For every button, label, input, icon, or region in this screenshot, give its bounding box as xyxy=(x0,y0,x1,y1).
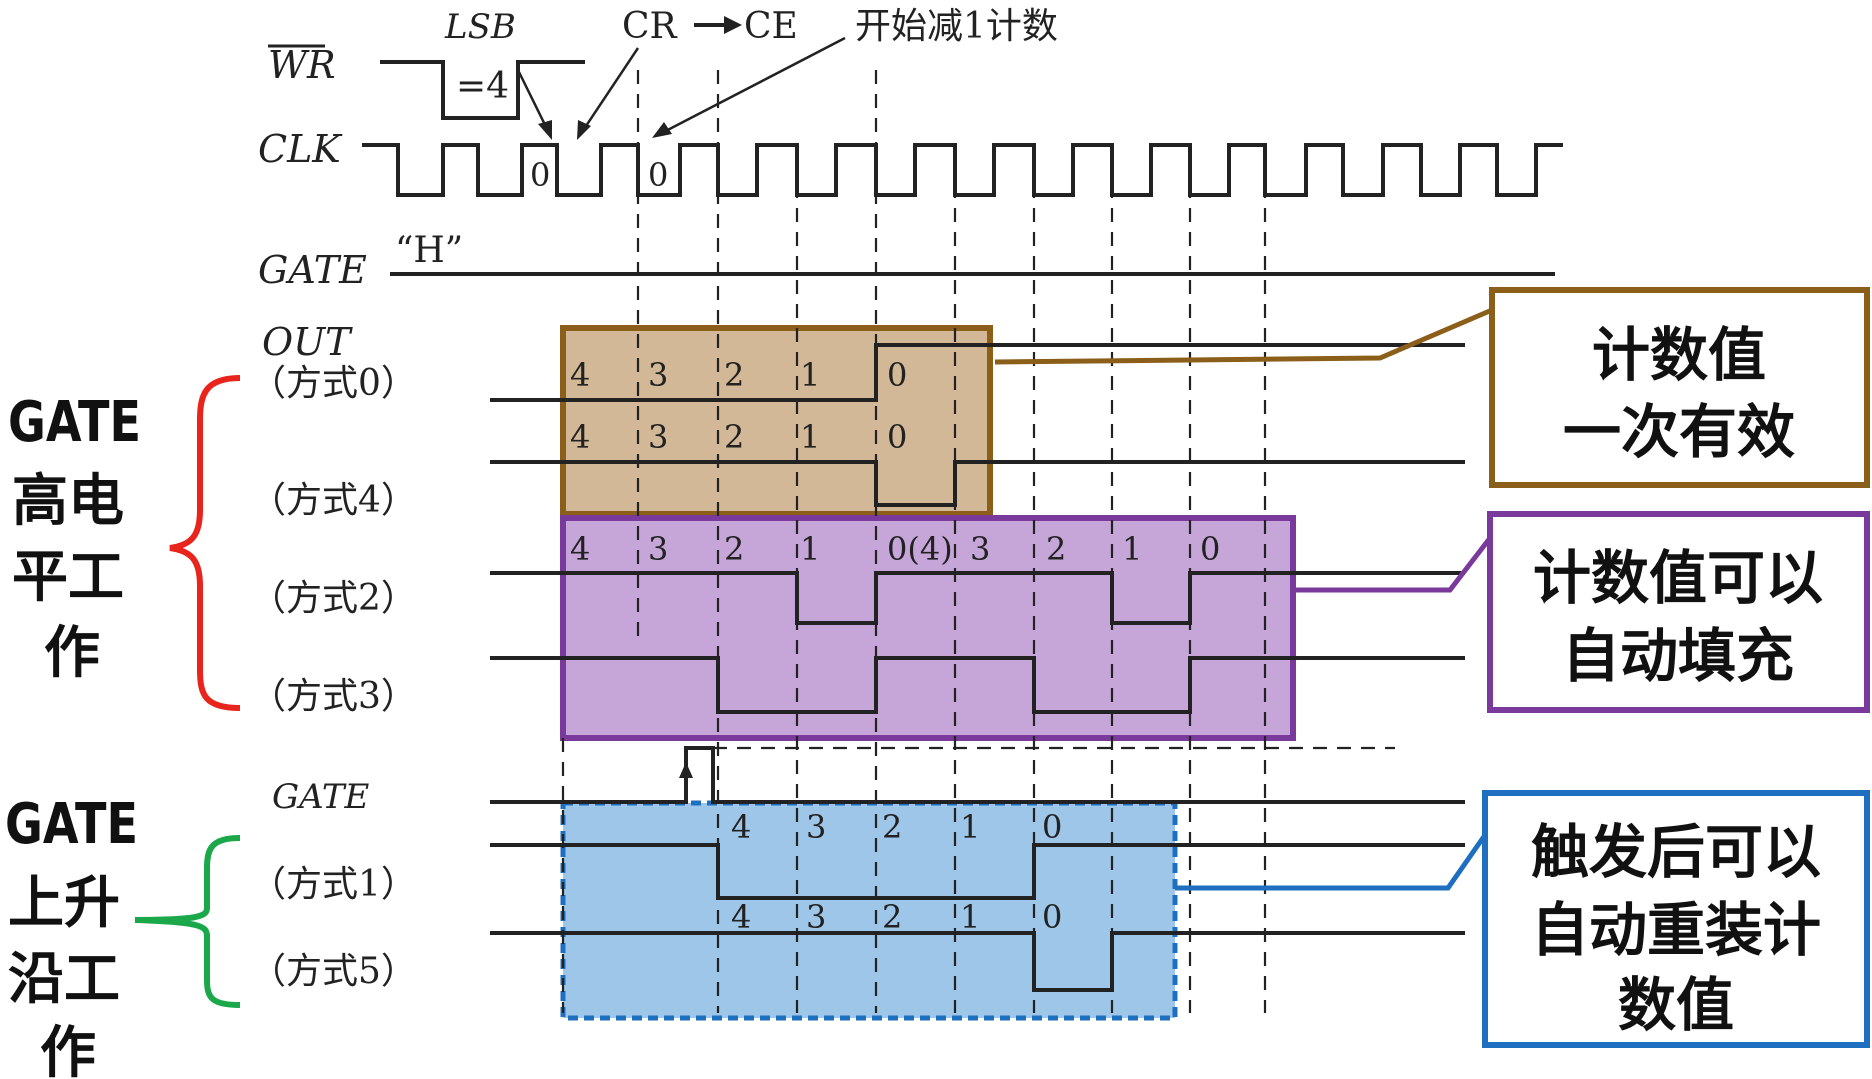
mode1-count-4: 4 xyxy=(731,808,751,846)
wr-waveform xyxy=(380,60,585,120)
mode4-count-2: 2 xyxy=(724,418,744,456)
gate-trigger-label: GATE xyxy=(272,777,370,817)
rising-edge-group-label: GATE 上升 沿工 作 xyxy=(5,792,138,1079)
mode5-count-0: 0 xyxy=(1042,898,1062,936)
clk-label: CLK xyxy=(258,127,343,171)
mode0-waveform xyxy=(490,343,1465,402)
mode4-count-1: 1 xyxy=(800,418,820,456)
auto-fill-callout-box xyxy=(1487,511,1870,713)
out-label: OUT xyxy=(262,320,353,364)
mode0-count-labels: 4 3 2 1 0 xyxy=(570,356,907,394)
retrigger-callout-line-3: 数值 xyxy=(1618,971,1734,1039)
once-callout-box xyxy=(1489,287,1870,488)
mode3-waveform xyxy=(490,656,1465,714)
mode0-count-3: 3 xyxy=(648,356,668,394)
mode1-mode5-highlight-box xyxy=(560,800,1178,1021)
gate-trigger-arrowhead xyxy=(679,762,693,778)
mode2-label: （方式2） xyxy=(250,578,417,619)
high-level-line-3: 平工 xyxy=(12,545,124,610)
mode1-count-3: 3 xyxy=(806,808,826,846)
cr-ce-arrowhead xyxy=(724,16,742,34)
mode4-waveform xyxy=(490,460,1465,507)
mode5-count-labels: 4 3 2 1 0 xyxy=(731,898,1062,936)
high-level-group-label: GATE 高电 平工 作 xyxy=(8,390,141,686)
lsb-value-label: =4 xyxy=(456,66,509,107)
mode2-count-0-reload: 0(4) xyxy=(887,530,953,568)
gate-label: GATE xyxy=(258,248,367,292)
gate-level-label: “H” xyxy=(395,230,463,271)
mode2-count-2b: 2 xyxy=(1046,530,1066,568)
mode0-count-2: 2 xyxy=(724,356,744,394)
mode2-count-1: 1 xyxy=(800,530,820,568)
mode4-count-0: 0 xyxy=(887,418,907,456)
mode3-label: （方式3） xyxy=(250,676,417,717)
mode5-waveform xyxy=(490,931,1465,992)
high-level-brace xyxy=(169,375,241,711)
mode2-count-4: 4 xyxy=(570,530,590,568)
ce-label: CE xyxy=(744,6,798,47)
mode2-count-2: 2 xyxy=(724,530,744,568)
mode2-count-labels: 4 3 2 1 0(4) 3 2 1 0 xyxy=(570,530,1220,568)
once-callout-line-1: 计数值 xyxy=(1592,321,1766,389)
mode1-count-2: 2 xyxy=(882,808,902,846)
start-count-label: 开始减1计数 xyxy=(855,6,1058,47)
mode4-count-3: 3 xyxy=(648,418,668,456)
mode5-count-1: 1 xyxy=(960,898,980,936)
wr-label: WR xyxy=(268,43,336,87)
retrigger-callout-line-1: 触发后可以 xyxy=(1531,818,1821,886)
annotation-arrows xyxy=(516,36,846,137)
auto-fill-callout-line-2: 自动填充 xyxy=(1562,622,1794,690)
mode4-count-4: 4 xyxy=(570,418,590,456)
mode0-mode4-highlight-box xyxy=(560,325,993,517)
mode5-count-2: 2 xyxy=(882,898,902,936)
high-level-line-2: 高电 xyxy=(12,469,124,534)
mode2-waveform xyxy=(490,571,1465,625)
retrigger-callout-box xyxy=(1482,790,1870,1048)
mode1-count-0: 0 xyxy=(1042,808,1062,846)
retrigger-callout-line-2: 自动重装计 xyxy=(1531,896,1821,964)
rising-edge-brace xyxy=(134,835,241,1008)
rising-edge-line-4: 作 xyxy=(40,1021,96,1079)
lsb-label: LSB xyxy=(444,7,516,47)
auto-fill-callout-connector xyxy=(1293,536,1492,593)
mode1-count-labels: 4 3 2 1 0 xyxy=(731,808,1062,846)
mode5-label: （方式5） xyxy=(250,951,417,992)
mode2-count-3: 3 xyxy=(648,530,668,568)
mode2-mode3-highlight-box xyxy=(560,515,1296,741)
high-level-line-1: GATE xyxy=(8,390,141,455)
clk-waveform xyxy=(362,143,1563,197)
mode2-count-0b: 0 xyxy=(1200,530,1220,568)
rising-edge-line-1: GATE xyxy=(5,792,138,857)
mode0-count-0: 0 xyxy=(887,356,907,394)
mode2-count-1b: 1 xyxy=(1122,530,1142,568)
mode5-count-3: 3 xyxy=(806,898,826,936)
mode4-count-labels: 4 3 2 1 0 xyxy=(570,418,907,456)
mode1-label: （方式1） xyxy=(250,864,417,905)
mode1-waveform xyxy=(490,843,1465,900)
annotation-arrowheads xyxy=(538,120,672,140)
mode1-count-1: 1 xyxy=(960,808,980,846)
clk-zero-1: 0 xyxy=(530,156,550,194)
rising-edge-line-2: 上升 xyxy=(8,871,120,936)
mode5-count-4: 4 xyxy=(731,898,751,936)
mode0-count-1: 1 xyxy=(800,356,820,394)
gate-trigger-waveform xyxy=(490,746,1465,804)
once-callout-line-2: 一次有效 xyxy=(1563,398,1795,466)
high-level-line-4: 作 xyxy=(44,621,100,686)
cr-label: CR xyxy=(622,6,678,47)
auto-fill-callout-line-1: 计数值可以 xyxy=(1533,544,1823,612)
mode0-label: （方式0） xyxy=(250,363,417,404)
mode4-label: （方式4） xyxy=(250,480,417,521)
rising-edge-line-3: 沿工 xyxy=(8,947,120,1012)
clock-edge-reference-lines xyxy=(561,70,1267,1013)
once-callout-connector xyxy=(994,307,1493,365)
mode2-count-3b: 3 xyxy=(970,530,990,568)
clk-zero-2: 0 xyxy=(648,156,668,194)
retrigger-callout-connector xyxy=(1175,833,1488,891)
mode0-count-4: 4 xyxy=(570,356,590,394)
